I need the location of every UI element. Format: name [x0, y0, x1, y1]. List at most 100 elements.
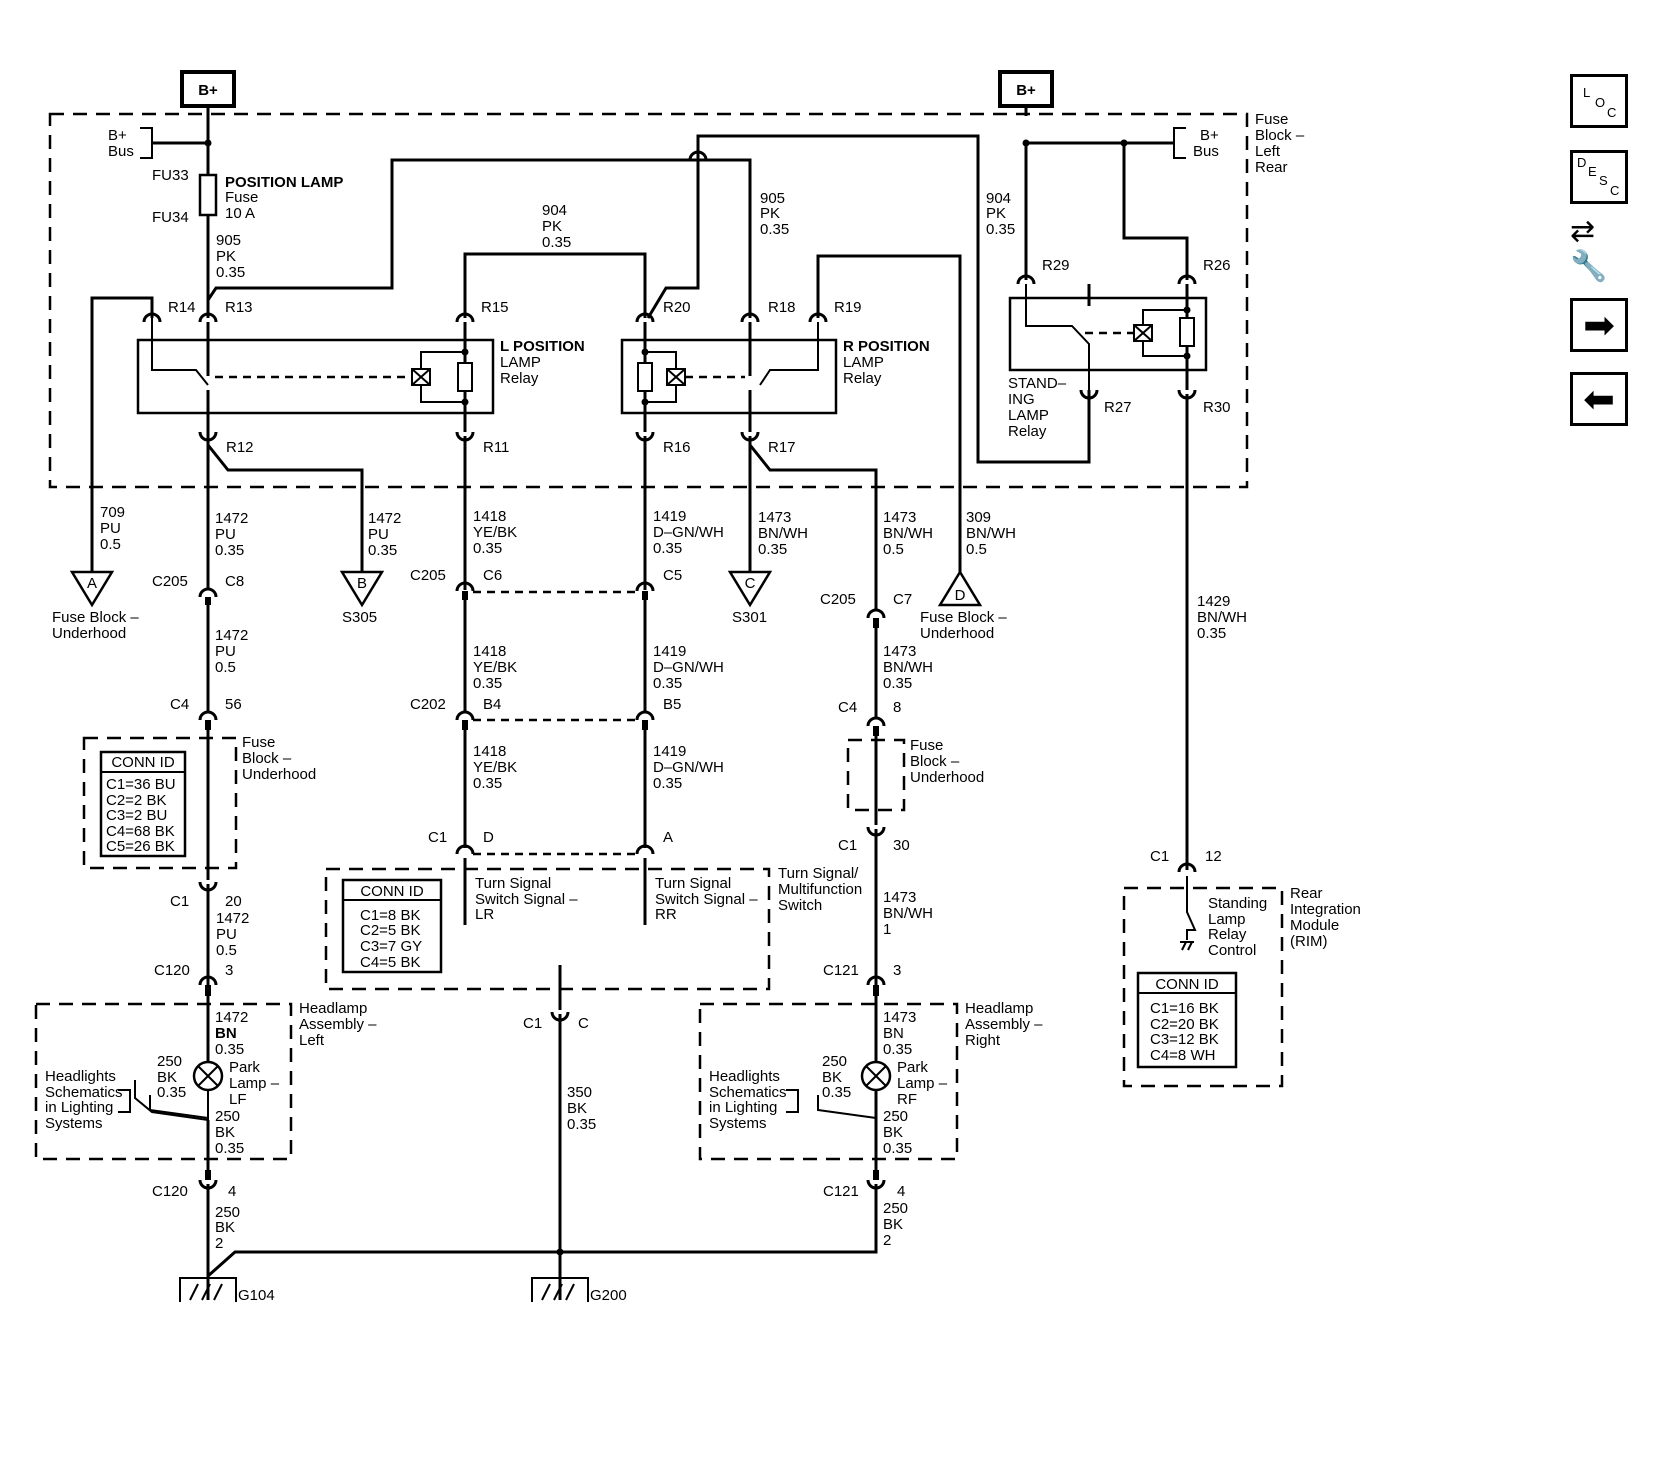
svg-text:1429: 1429 [1197, 593, 1230, 610]
svg-text:250: 250 [883, 1108, 908, 1125]
svg-text:RF: RF [897, 1091, 917, 1108]
svg-text:250: 250 [822, 1053, 847, 1070]
svg-text:Relay: Relay [1008, 423, 1047, 440]
svg-text:PU: PU [215, 526, 236, 543]
svg-text:C3=2 BU: C3=2 BU [106, 807, 167, 824]
svg-text:Switch Signal –: Switch Signal – [475, 891, 578, 908]
svg-text:C120: C120 [152, 1183, 188, 1200]
svg-text:0.35: 0.35 [157, 1084, 186, 1101]
svg-text:BN/WH: BN/WH [966, 525, 1016, 542]
svg-text:PK: PK [986, 205, 1006, 222]
previous-button[interactable]: ⬅ [1570, 372, 1628, 426]
svg-text:Left: Left [1255, 143, 1281, 160]
offpage-connector-d[interactable]: D [937, 569, 983, 607]
svg-text:BK: BK [822, 1069, 842, 1086]
ground-g200 [531, 1277, 589, 1302]
svg-text:Assembly –: Assembly – [299, 1016, 377, 1033]
svg-text:0.35: 0.35 [883, 1140, 912, 1157]
svg-text:BK: BK [883, 1124, 903, 1141]
svg-text:1473: 1473 [883, 509, 916, 526]
connector-c1-d [455, 844, 475, 855]
svg-text:1419: 1419 [653, 643, 686, 660]
offpage-c-label: S301 [732, 609, 767, 626]
svg-text:CONN ID: CONN ID [1155, 976, 1219, 993]
svg-text:BK: BK [883, 1216, 903, 1233]
standing-lamp-relay [1008, 296, 1208, 372]
svg-text:1473: 1473 [883, 889, 916, 906]
svg-text:BK: BK [567, 1100, 587, 1117]
park-lamp-rf [860, 1060, 892, 1092]
svg-text:R27: R27 [1104, 399, 1132, 416]
svg-text:Relay: Relay [843, 370, 882, 387]
svg-text:PK: PK [542, 218, 562, 235]
svg-text:C1=8 BK: C1=8 BK [360, 907, 420, 924]
svg-text:905: 905 [760, 190, 785, 207]
svg-text:BN/WH: BN/WH [758, 525, 808, 542]
svg-text:904: 904 [986, 190, 1011, 207]
park-lamp-lf [192, 1060, 224, 1092]
turn-signal-multifunction-switch [324, 867, 771, 991]
svg-text:C1: C1 [1150, 848, 1169, 865]
fuse-id-top: FU33 [152, 167, 189, 184]
bus-right-label: B+ [1200, 127, 1219, 144]
svg-text:1472: 1472 [216, 910, 249, 927]
svg-text:Lamp: Lamp [1208, 911, 1246, 928]
svg-text:Right: Right [965, 1032, 1001, 1049]
svg-text:(RIM): (RIM) [1290, 933, 1328, 950]
svg-text:250: 250 [215, 1204, 240, 1221]
wrench-tool-button[interactable]: ⇄🔧 [1570, 214, 1628, 284]
svg-text:R29: R29 [1042, 257, 1070, 274]
svg-text:LR: LR [475, 906, 494, 923]
svg-text:0.5: 0.5 [100, 536, 121, 553]
svg-text:Underhood: Underhood [52, 625, 126, 642]
svg-text:1: 1 [883, 921, 891, 938]
svg-text:C1: C1 [170, 893, 189, 910]
turn-switch-label: Turn Signal/ [778, 865, 859, 882]
svg-text:904: 904 [542, 202, 567, 219]
wrench-icon: ⇄🔧 [1570, 214, 1608, 284]
offpage-connector-b[interactable]: B [339, 570, 385, 608]
fuse-rating: 10 A [225, 205, 255, 222]
r-position-lamp-relay [620, 338, 838, 415]
headlamp-assembly-left [34, 1002, 293, 1161]
fbu-left-conn-id: CONN ID C1=36 BU C2=2 BK C3=2 BU C4=68 B… [99, 750, 187, 858]
l-position-lamp-relay [136, 338, 495, 415]
offpage-connector-c[interactable]: C [727, 570, 773, 608]
svg-text:C5: C5 [663, 567, 682, 584]
loc-button[interactable]: L O C [1570, 74, 1628, 128]
desc-button[interactable]: D E S C [1570, 150, 1628, 204]
svg-text:D–GN/WH: D–GN/WH [653, 659, 724, 676]
svg-text:YE/BK: YE/BK [473, 659, 517, 676]
svg-text:0.35: 0.35 [542, 234, 571, 251]
fuse-block-left-rear-label: Fuse Block – Left Rear [1255, 111, 1305, 176]
turn-switch-conn-id: CONN ID C1=8 BK C2=5 BK C3=7 GY C4=5 BK [341, 878, 443, 974]
svg-text:BN/WH: BN/WH [883, 905, 933, 922]
offpage-connector-a[interactable]: A [69, 570, 115, 608]
svg-text:2: 2 [215, 1235, 223, 1252]
svg-text:YE/BK: YE/BK [473, 524, 517, 541]
svg-text:0.35: 0.35 [653, 675, 682, 692]
svg-text:Headlights: Headlights [709, 1068, 780, 1085]
svg-text:1473: 1473 [883, 1009, 916, 1026]
svg-text:PU: PU [216, 926, 237, 943]
svg-text:C202: C202 [410, 696, 446, 713]
next-button[interactable]: ➡ [1570, 298, 1628, 352]
svg-text:905: 905 [216, 232, 241, 249]
svg-text:R14: R14 [168, 299, 196, 316]
svg-text:8: 8 [893, 699, 901, 716]
power-label-left: B+ [198, 82, 218, 99]
svg-text:PK: PK [216, 248, 236, 265]
svg-text:R18: R18 [768, 299, 796, 316]
connector-c1-12 [1177, 862, 1197, 873]
svg-text:C205: C205 [152, 573, 188, 590]
svg-text:Control: Control [1208, 942, 1256, 959]
svg-text:0.35: 0.35 [567, 1116, 596, 1133]
connector-c4-8 [866, 716, 886, 736]
svg-text:309: 309 [966, 509, 991, 526]
headlights-ref-left[interactable]: Headlights Schematics in Lighting System… [45, 1068, 123, 1132]
svg-text:R19: R19 [834, 299, 862, 316]
connector-c205-c5 [635, 581, 655, 600]
headlights-ref-right[interactable]: Headlights Schematics in Lighting System… [709, 1068, 787, 1132]
svg-text:BK: BK [215, 1124, 235, 1141]
svg-text:D: D [955, 587, 966, 604]
